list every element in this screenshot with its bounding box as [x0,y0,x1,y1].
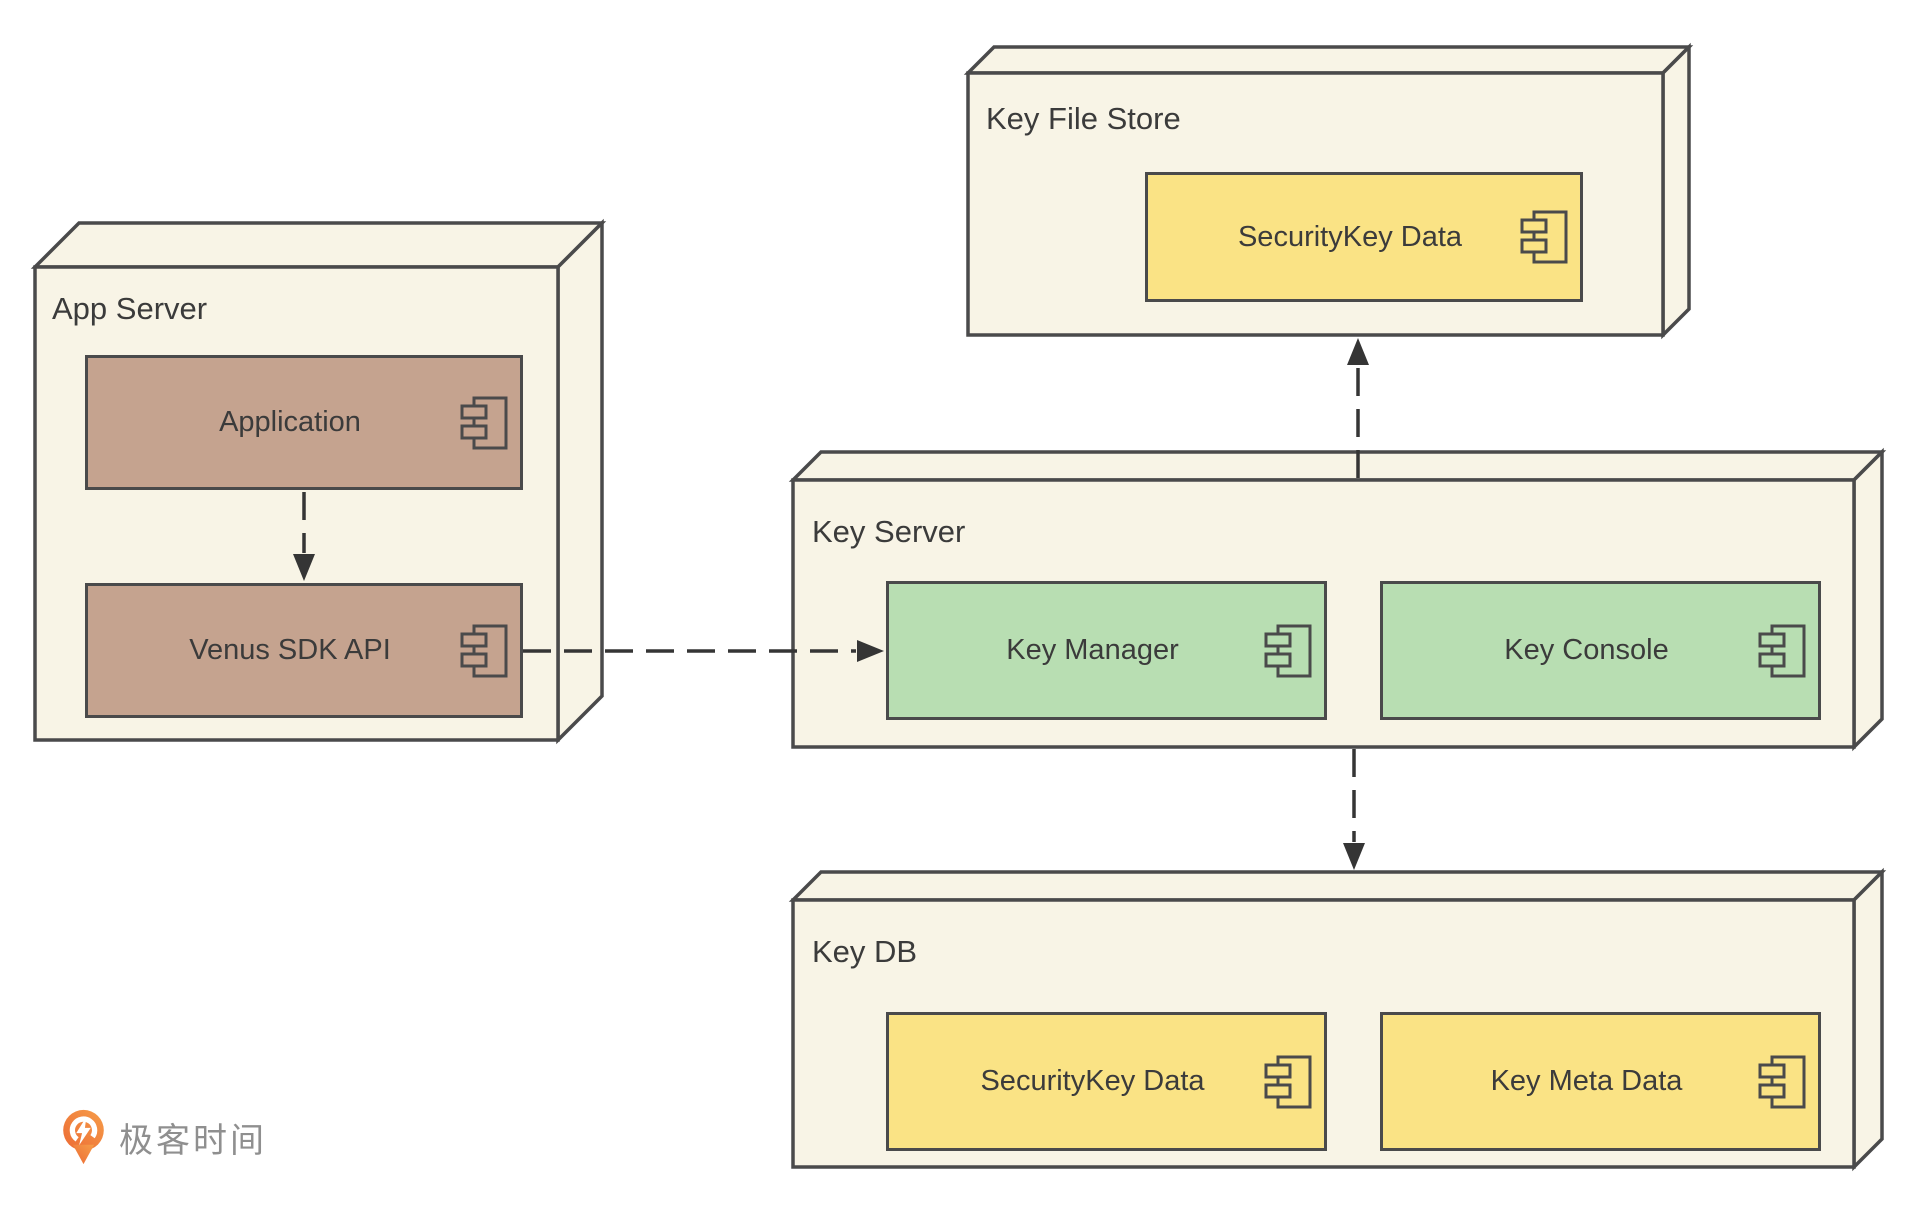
component-securitykey-data-db: SecurityKey Data [886,1012,1327,1151]
geektime-logo: 极客时间 [60,1108,267,1166]
node-title-app-server: App Server [52,291,208,326]
arrow-venus-sdk-to-key-manager [523,640,884,662]
component-icon [1264,1055,1312,1108]
node-title-key-server: Key Server [812,514,966,549]
component-key-console: Key Console [1380,581,1821,720]
component-label: Key Meta Data [1490,1065,1683,1097]
component-icon [1264,624,1312,677]
component-label: Application [219,406,361,438]
component-icon [460,396,508,449]
geektime-logo-icon [63,1109,104,1165]
component-icon [1758,624,1806,677]
component-venus-sdk-api: Venus SDK API [85,583,523,718]
component-icon [1758,1055,1806,1108]
component-key-meta-data: Key Meta Data [1380,1012,1821,1151]
arrow-key-server-to-key-db [1343,749,1365,870]
node-title-key-file-store: Key File Store [986,101,1181,136]
arrow-key-server-to-key-file-store [1347,338,1369,478]
component-application: Application [85,355,523,490]
arrow-application-to-venus-sdk [293,492,315,581]
geektime-logo-text: 极客时间 [119,1121,267,1160]
component-label: Key Manager [1006,634,1179,666]
component-label: Key Console [1504,634,1669,666]
component-icon [460,624,508,677]
component-label: SecurityKey Data [980,1065,1205,1097]
component-key-manager: Key Manager [886,581,1327,720]
node-title-key-db: Key DB [812,934,918,969]
component-label: Venus SDK API [189,634,391,666]
component-securitykey-data-file-store: SecurityKey Data [1145,172,1583,302]
component-icon [1520,210,1568,264]
component-label: SecurityKey Data [1237,220,1463,253]
